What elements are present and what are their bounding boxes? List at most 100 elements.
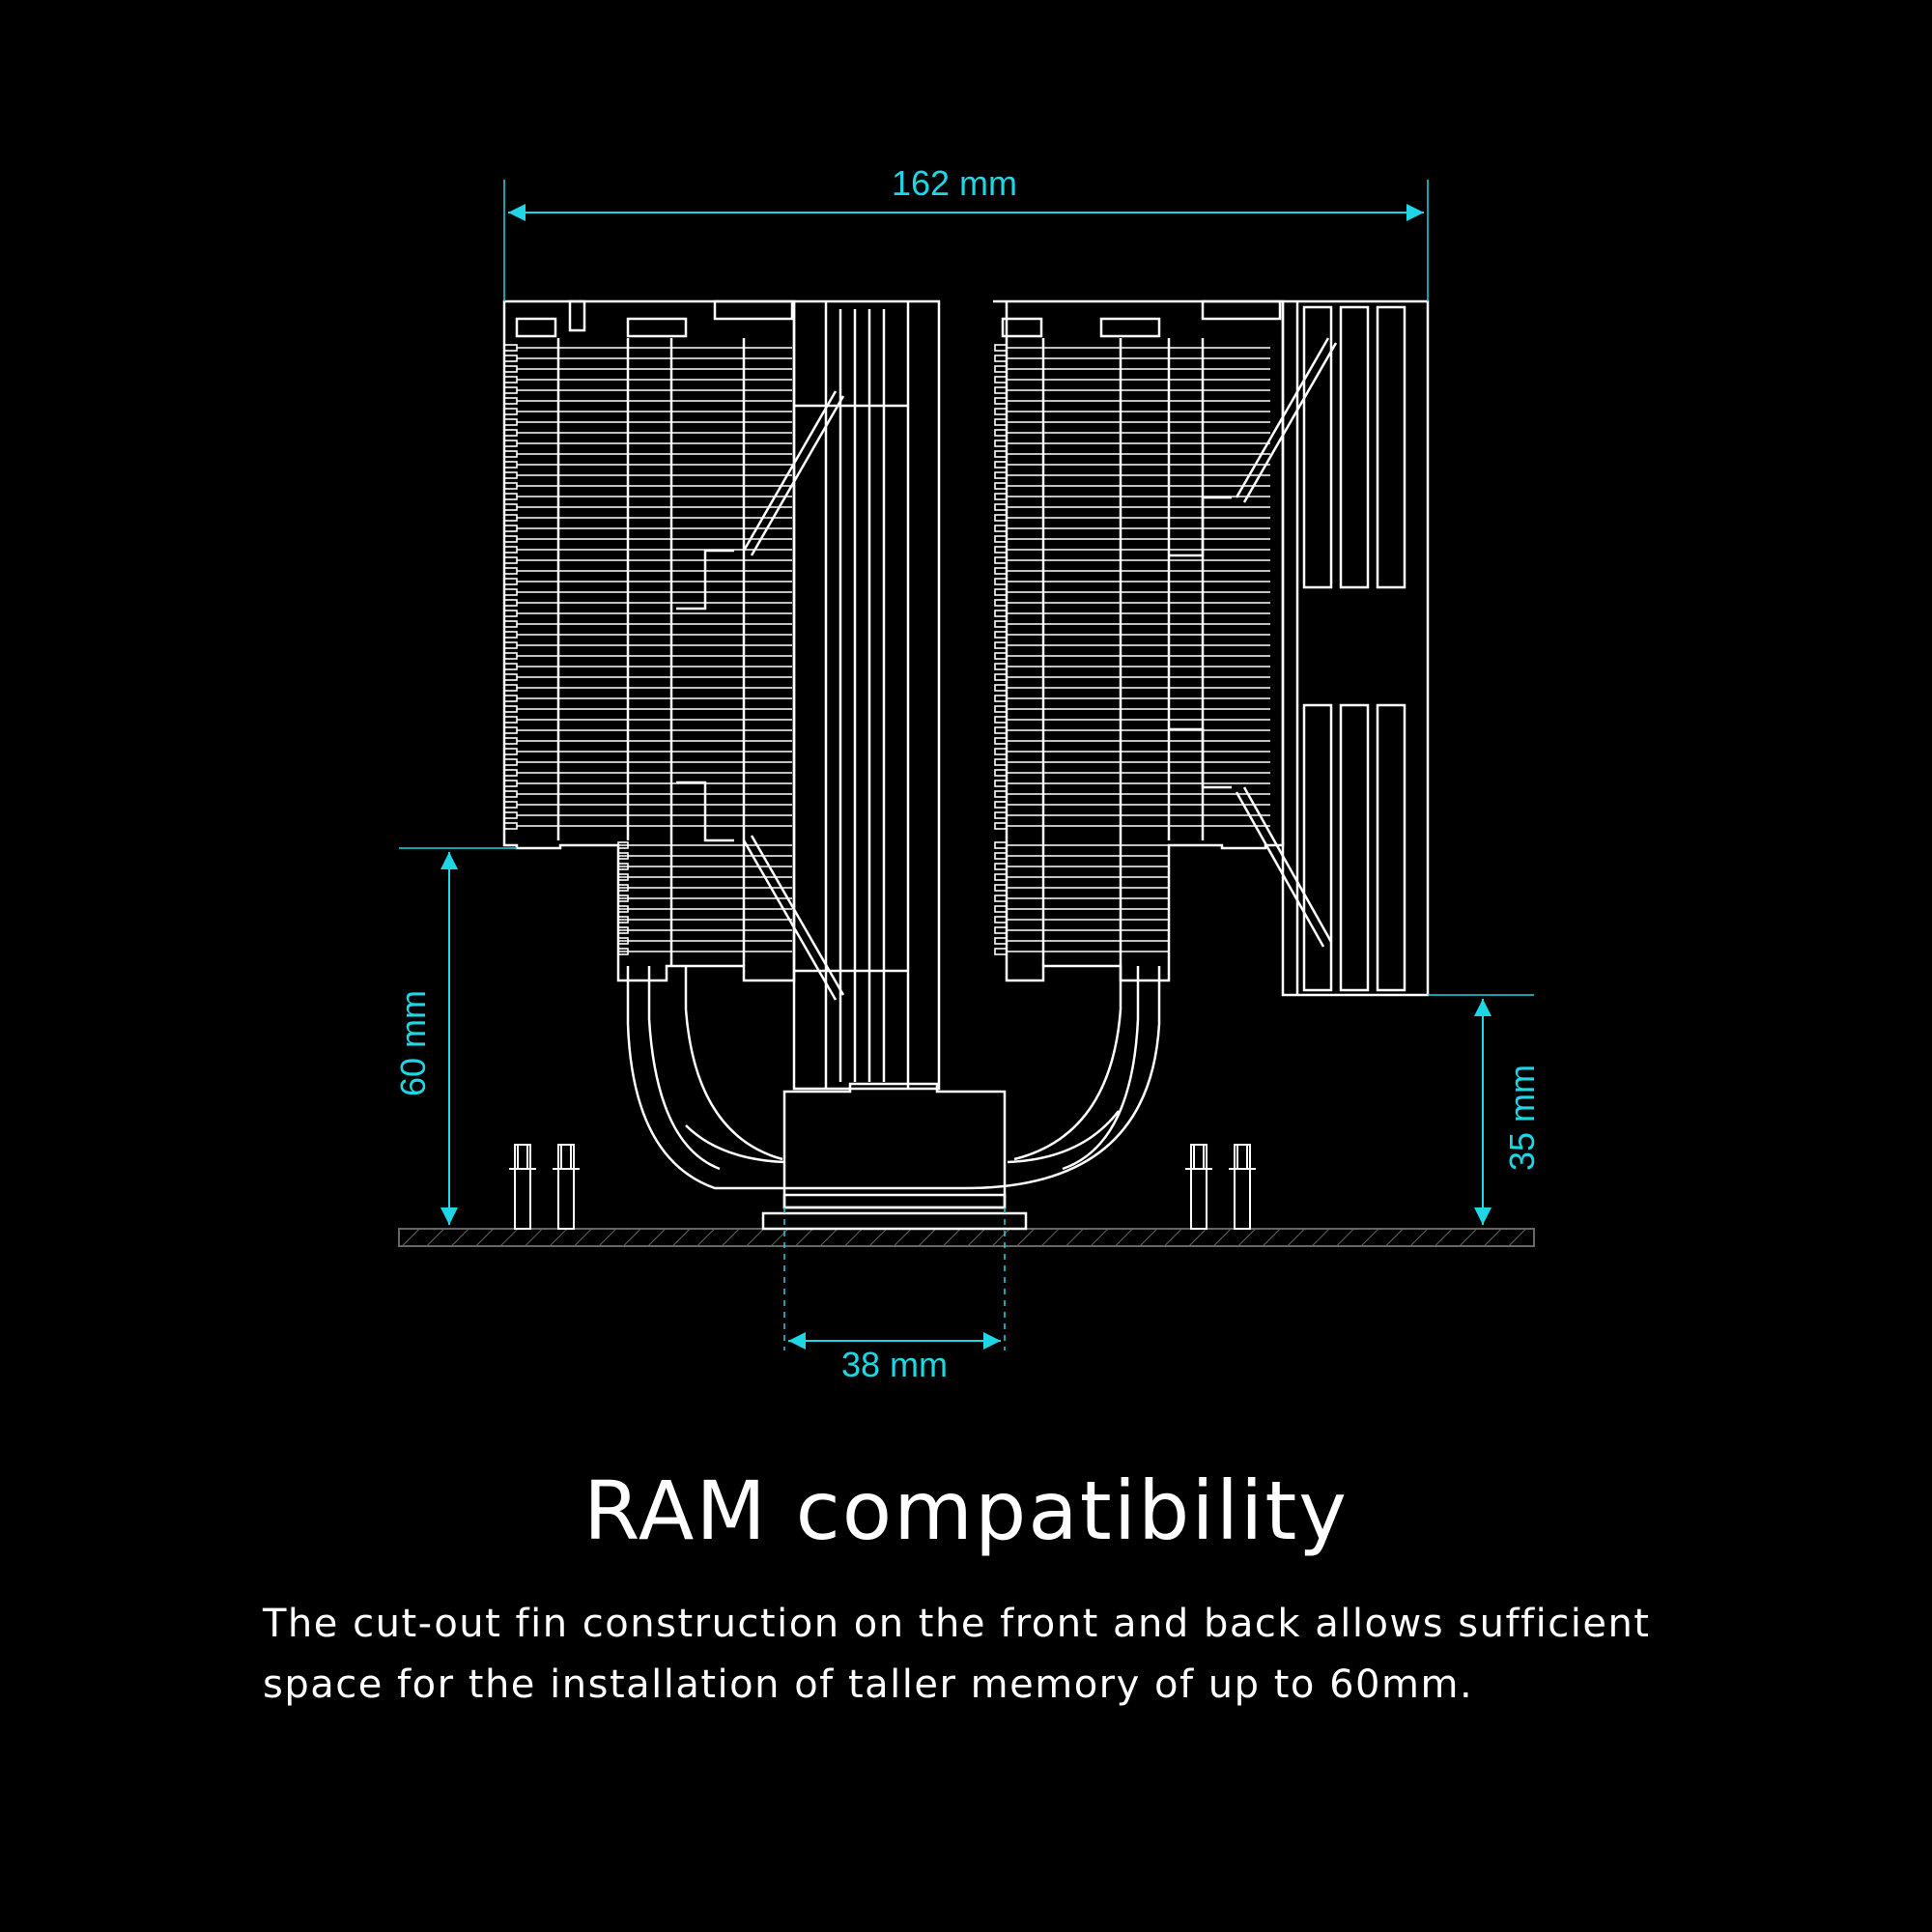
- fin-edge: [503, 535, 518, 543]
- fin-edge: [503, 556, 518, 564]
- fin-edge: [503, 429, 518, 437]
- fin-edge: [994, 514, 1008, 522]
- fin-edge: [503, 588, 518, 596]
- fin-edge: [503, 695, 518, 702]
- fin-edge: [994, 769, 1008, 777]
- fin-edge: [994, 852, 1008, 860]
- u-heatpipes: [626, 966, 1161, 1190]
- right-fin-stack: [993, 299, 1285, 982]
- dimension-ram-clearance: 60 mm: [393, 847, 517, 1225]
- fin-edge: [503, 811, 518, 819]
- fin-edge: [994, 937, 1008, 945]
- fin-edge: [503, 716, 518, 724]
- fin-edge: [994, 620, 1008, 628]
- fin-edge: [503, 503, 518, 511]
- fin-edge: [994, 471, 1008, 479]
- fin-edge: [617, 948, 629, 955]
- fin-edge: [503, 726, 518, 734]
- fin-edge: [994, 578, 1008, 585]
- left-fins-pattern: [503, 344, 792, 955]
- dimension-fan-clearance: 35 mm: [1428, 994, 1542, 1225]
- fin-edge: [994, 873, 1008, 881]
- fin-edge: [994, 673, 1008, 681]
- fin-edge: [503, 652, 518, 660]
- fin-edge: [503, 673, 518, 681]
- base-width-label: 38 mm: [841, 1345, 948, 1384]
- fin-edge: [994, 716, 1008, 724]
- fin-edge: [994, 482, 1008, 490]
- fin-edge: [994, 705, 1008, 713]
- fin-edge: [994, 801, 1008, 809]
- fin-edge: [994, 948, 1008, 955]
- page-title: RAM compatibility: [582, 1463, 1350, 1558]
- fin-edge: [994, 758, 1008, 766]
- fin-edge: [994, 780, 1008, 787]
- fin-edge: [994, 567, 1008, 575]
- fin-edge: [503, 461, 518, 469]
- left-fan: [792, 299, 941, 1091]
- fin-edge: [503, 450, 518, 458]
- fin-edge: [503, 620, 518, 628]
- fin-edge: [503, 780, 518, 787]
- dimension-base-width: 38 mm: [783, 1208, 1006, 1384]
- fin-edge: [617, 895, 629, 902]
- fin-edge: [503, 610, 518, 617]
- fin-edge: [617, 873, 629, 881]
- motherboard-pcb: [398, 1228, 1535, 1247]
- fin-edge: [994, 841, 1008, 849]
- fin-edge: [617, 863, 629, 870]
- fin-edge: [994, 546, 1008, 554]
- fin-edge: [503, 376, 518, 384]
- fin-edge: [503, 641, 518, 649]
- fin-edge: [503, 705, 518, 713]
- fin-edge: [994, 884, 1008, 892]
- fin-edge: [617, 852, 629, 860]
- fin-edge: [994, 695, 1008, 702]
- fin-edge: [503, 567, 518, 575]
- right-heatpipes: [1169, 337, 1338, 948]
- fin-edge: [503, 440, 518, 447]
- fin-edge: [994, 355, 1008, 362]
- fin-edge: [994, 610, 1008, 617]
- fin-edge: [994, 863, 1008, 870]
- fin-edge: [503, 525, 518, 532]
- cpu-base-block: [761, 1082, 1028, 1231]
- fin-edge: [994, 588, 1008, 596]
- fin-edge: [994, 652, 1008, 660]
- right-rear-fan: [1281, 299, 1430, 997]
- fin-edge: [994, 556, 1008, 564]
- fin-edge: [503, 748, 518, 755]
- fin-edge: [994, 748, 1008, 755]
- fin-edge: [994, 365, 1008, 373]
- fin-edge: [503, 344, 518, 352]
- fin-edge: [994, 418, 1008, 426]
- fin-edge: [994, 737, 1008, 745]
- fin-edge: [994, 916, 1008, 923]
- fin-edge: [503, 471, 518, 479]
- fin-edge: [994, 429, 1008, 437]
- dimension-width: 162 mm: [503, 163, 1429, 301]
- fin-edge: [994, 822, 1008, 830]
- fin-edge: [503, 408, 518, 415]
- fin-edge: [503, 663, 518, 670]
- fin-edge: [994, 663, 1008, 670]
- fin-edge: [503, 397, 518, 405]
- fin-edge: [503, 599, 518, 607]
- fin-edge: [617, 841, 629, 849]
- fin-edge: [503, 365, 518, 373]
- fin-edge: [503, 769, 518, 777]
- cooler-blueprint-diagram: 162 mm 60 mm 35 mm 38 mm: [393, 163, 1542, 1384]
- width-dimension-label: 162 mm: [892, 163, 1017, 203]
- fin-edge: [994, 726, 1008, 734]
- fin-edge: [994, 344, 1008, 352]
- fin-edge: [994, 408, 1008, 415]
- fin-edge: [994, 535, 1008, 543]
- ram-slots: [509, 1144, 1256, 1230]
- fin-edge: [994, 461, 1008, 469]
- fin-edge: [994, 525, 1008, 532]
- fin-edge: [994, 641, 1008, 649]
- fin-edge: [503, 737, 518, 745]
- left-fin-stack: [502, 299, 796, 982]
- fin-edge: [617, 926, 629, 934]
- fin-edge: [994, 905, 1008, 913]
